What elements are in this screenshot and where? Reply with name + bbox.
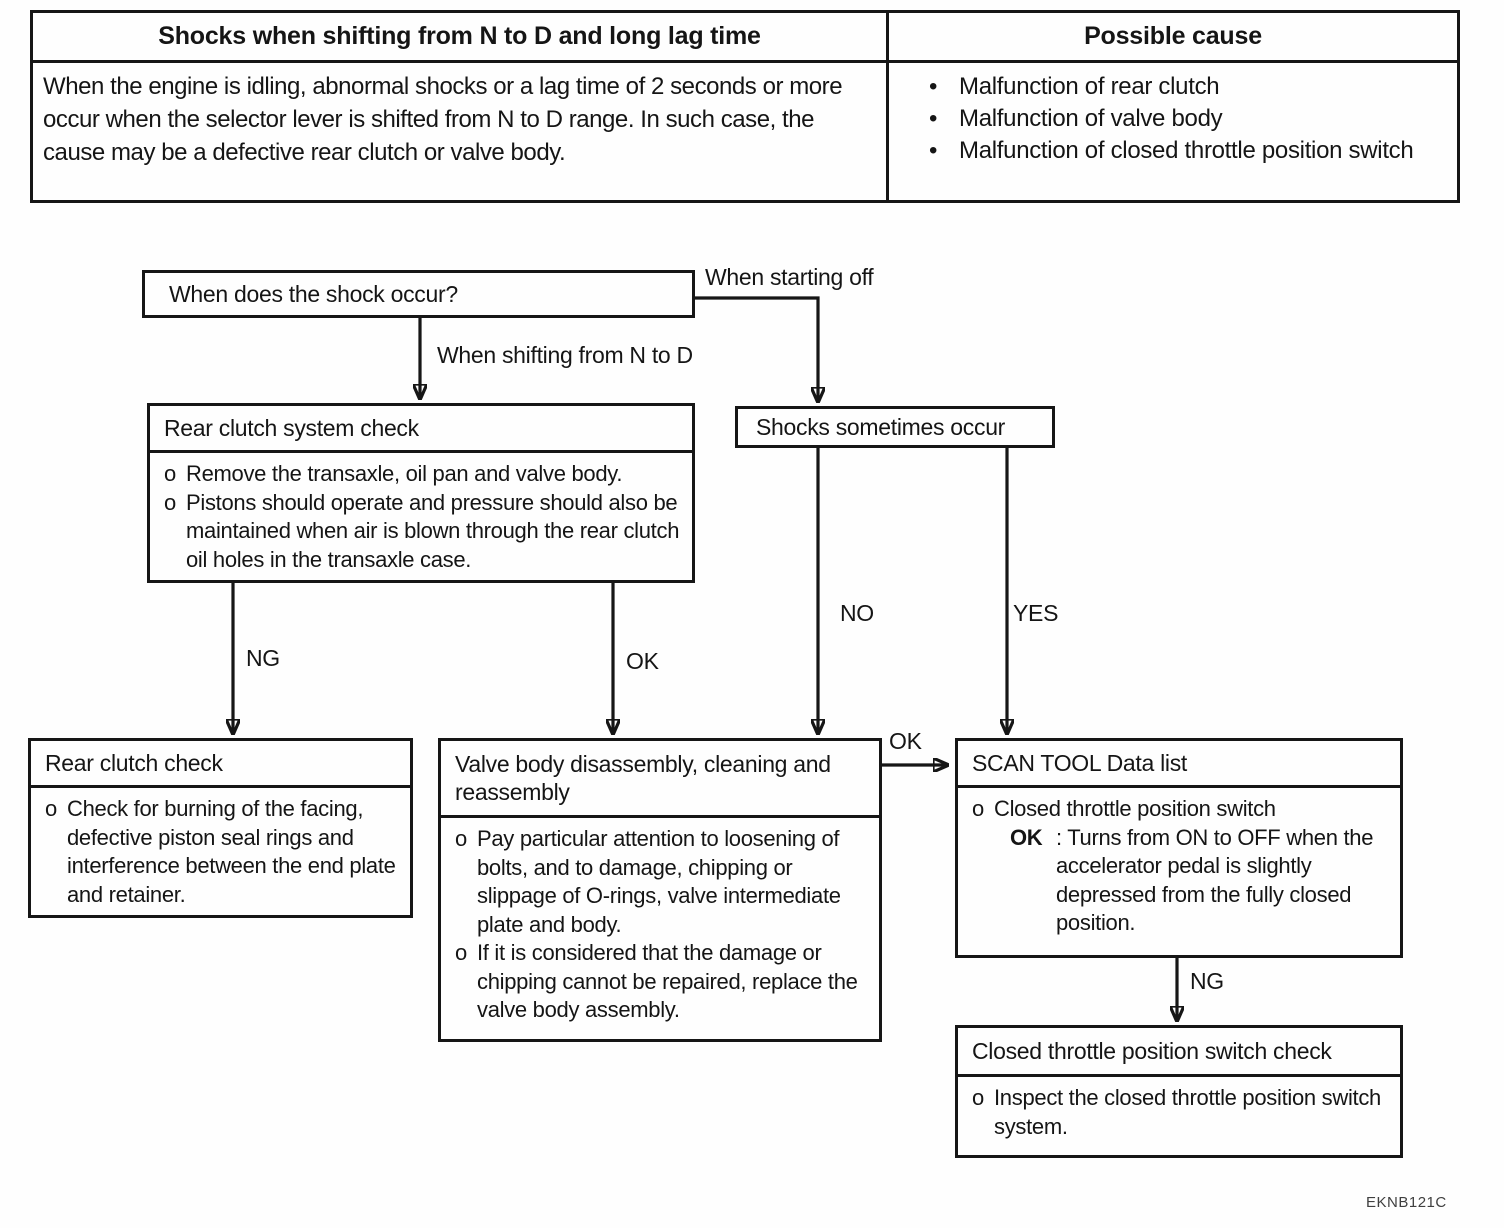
box-title: Rear clutch system check — [150, 406, 692, 453]
bullet-marker: o — [164, 489, 176, 515]
bullet-marker: • — [929, 105, 938, 132]
edge-label-ok: OK — [626, 648, 659, 674]
cause-text: Malfunction of rear clutch — [959, 73, 1220, 100]
bullet-marker: o — [455, 940, 467, 965]
box-body: o Pay particular attention to loosening … — [441, 818, 879, 1025]
symptom-cause-table: Shocks when shifting from N to D and lon… — [30, 10, 1460, 203]
box-rear-clutch-system-check: Rear clutch system check o Remove the tr… — [147, 403, 695, 583]
box-valve-body-disassembly: Valve body disassembly, cleaning and rea… — [438, 738, 882, 1042]
list-item: o Remove the transaxle, oil pan and valv… — [164, 460, 682, 489]
bullet-marker: • — [929, 73, 938, 100]
ok-condition-text: : Turns from ON to OFF when the accelera… — [1056, 824, 1374, 936]
bullet-marker: o — [164, 461, 176, 486]
branch-label-when-starting-off: When starting off — [705, 264, 874, 290]
edge-label-ng-scan: NG — [1190, 968, 1224, 994]
bullet-marker: o — [455, 826, 467, 851]
list-item: o Closed throttle position switch — [972, 795, 1390, 824]
cause-list: • Malfunction of rear clutch • Malfuncti… — [889, 63, 1457, 200]
box-shocks-sometimes-occur: Shocks sometimes occur — [735, 406, 1055, 448]
edge-label-yes: YES — [1013, 600, 1059, 626]
box-title: SCAN TOOL Data list — [958, 741, 1400, 788]
symptom-text: When the engine is idling, abnormal shoc… — [33, 63, 889, 200]
list-item: o Inspect the closed throttle position s… — [972, 1084, 1390, 1141]
branch-label-when-shifting-n-to-d: When shifting from N to D — [437, 342, 693, 368]
cause-item: • Malfunction of closed throttle positio… — [929, 135, 1443, 167]
edge-label-ok-valve: OK — [889, 728, 922, 754]
cause-text: Malfunction of closed throttle position … — [959, 137, 1414, 164]
box-ctps-check: Closed throttle position switch check o … — [955, 1025, 1403, 1158]
box-body: o Remove the transaxle, oil pan and valv… — [150, 453, 692, 574]
cause-item: • Malfunction of rear clutch — [929, 71, 1443, 103]
cause-item: • Malfunction of valve body — [929, 103, 1443, 135]
bullet-marker: • — [929, 137, 938, 164]
figure-code: EKNB121C — [1366, 1194, 1447, 1211]
cause-header-cell: Possible cause — [889, 13, 1457, 63]
edge-label-ng: NG — [246, 645, 280, 671]
box-scan-tool-data-list: SCAN TOOL Data list o Closed throttle po… — [955, 738, 1403, 958]
box-rear-clutch-check: Rear clutch check o Check for burning of… — [28, 738, 413, 918]
list-item: o Pistons should operate and pressure sh… — [164, 489, 682, 575]
ok-condition: OK : Turns from ON to OFF when the accel… — [1010, 824, 1390, 938]
list-item: o If it is considered that the damage or… — [455, 939, 869, 1025]
ok-condition-label: OK — [1010, 824, 1043, 850]
box-title: Rear clutch check — [31, 741, 410, 788]
box-body: o Inspect the closed throttle position s… — [958, 1077, 1400, 1141]
cause-text: Malfunction of valve body — [959, 105, 1223, 132]
bullet-marker: o — [972, 1085, 984, 1110]
edge-label-no: NO — [840, 600, 874, 626]
list-item: o Check for burning of the facing, defec… — [45, 795, 400, 909]
list-item: o Pay particular attention to loosening … — [455, 825, 869, 939]
bullet-marker: o — [45, 796, 57, 821]
decision-box-when-shock-occurs: When does the shock occur? — [142, 270, 695, 318]
symptom-header-cell: Shocks when shifting from N to D and lon… — [33, 13, 889, 63]
box-body: o Closed throttle position switch OK : T… — [958, 788, 1400, 938]
box-title: Closed throttle position switch check — [958, 1028, 1400, 1077]
connector-shock-to-shocks-sometimes — [695, 296, 818, 402]
bullet-marker: o — [972, 796, 984, 821]
box-title: Valve body disassembly, cleaning and rea… — [441, 741, 879, 818]
box-body: o Check for burning of the facing, defec… — [31, 788, 410, 909]
